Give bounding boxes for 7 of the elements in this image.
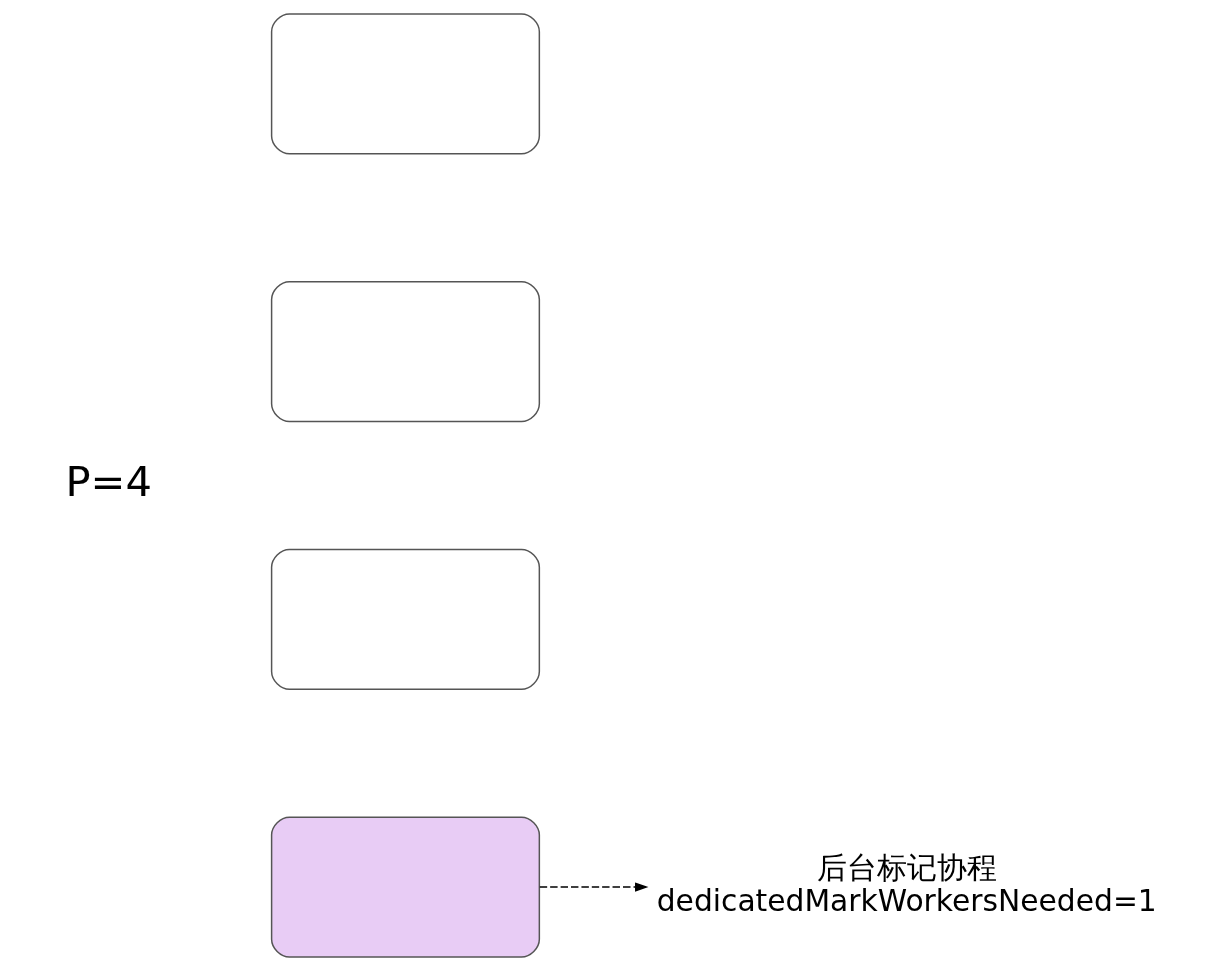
node-text: 后台标记协程 dedicatedMarkWorkersNeeded=1 [656, 850, 1157, 918]
node-box [270, 548, 541, 691]
label: P=4 [65, 456, 152, 506]
node-box [270, 816, 541, 958]
node-box [270, 13, 541, 155]
arrow [539, 882, 649, 892]
node-box [270, 280, 541, 423]
